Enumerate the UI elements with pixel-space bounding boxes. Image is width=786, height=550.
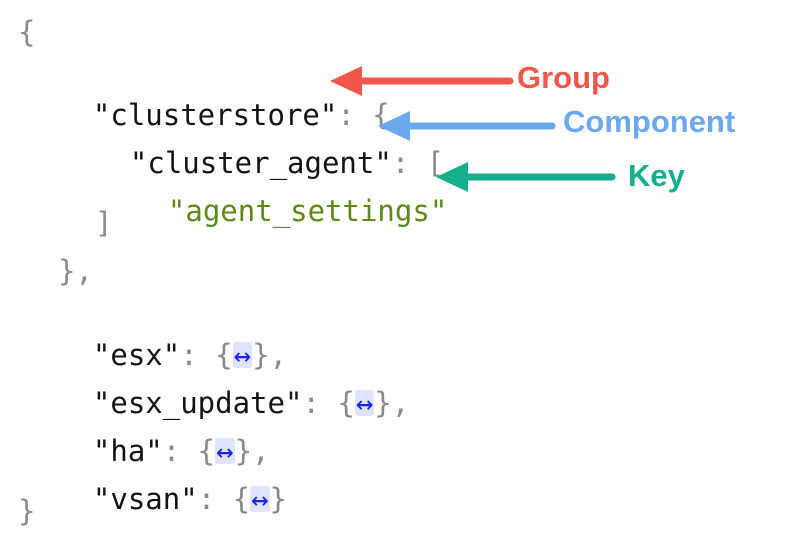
component-arrow [378, 111, 556, 141]
setting-line: "agent_settings" [133, 157, 447, 229]
key-label: Key [628, 158, 685, 193]
open-brace: { [18, 15, 36, 49]
expand-icon[interactable]: ↔ [232, 338, 253, 372]
collapsed-entry: "esx_update": {↔}, [58, 349, 409, 421]
collapsed-entry: "vsan": {↔} [58, 445, 287, 517]
entry-separator: : { [302, 386, 355, 420]
setting-key: "agent_settings" [167, 194, 448, 228]
entry-separator: : { [180, 338, 233, 372]
component-label: Component [563, 104, 736, 139]
entry-separator: : { [162, 434, 216, 468]
entry-key: "vsan" [92, 482, 198, 516]
entry-end: }, [234, 434, 270, 468]
group-arrow [330, 66, 514, 96]
entry-key: "ha" [92, 434, 163, 468]
entry-separator: : { [197, 482, 251, 516]
group-line: "clusterstore": { [58, 61, 390, 133]
group-label: Group [517, 60, 610, 95]
entry-end: }, [374, 386, 410, 420]
expand-icon[interactable]: ↔ [215, 434, 235, 468]
close-brace: } [18, 494, 36, 528]
expand-icon[interactable]: ↔ [250, 482, 270, 516]
entry-key: "esx_update" [92, 386, 303, 420]
expand-icon[interactable]: ↔ [354, 386, 375, 420]
close-group: }, [58, 254, 93, 288]
component-key: "cluster_agent" [129, 146, 392, 180]
group-key: "clusterstore" [92, 98, 338, 132]
entry-end: }, [252, 338, 288, 372]
close-bracket: ] [95, 206, 113, 240]
entry-end: } [269, 482, 288, 516]
component-separator: : [ [391, 146, 445, 180]
component-line: "cluster_agent": [ [95, 109, 444, 181]
key-arrow [436, 162, 616, 192]
collapsed-entry: "esx": {↔}, [58, 301, 287, 373]
entry-key: "esx" [92, 338, 181, 372]
collapsed-entry: "ha": {↔}, [58, 397, 270, 469]
